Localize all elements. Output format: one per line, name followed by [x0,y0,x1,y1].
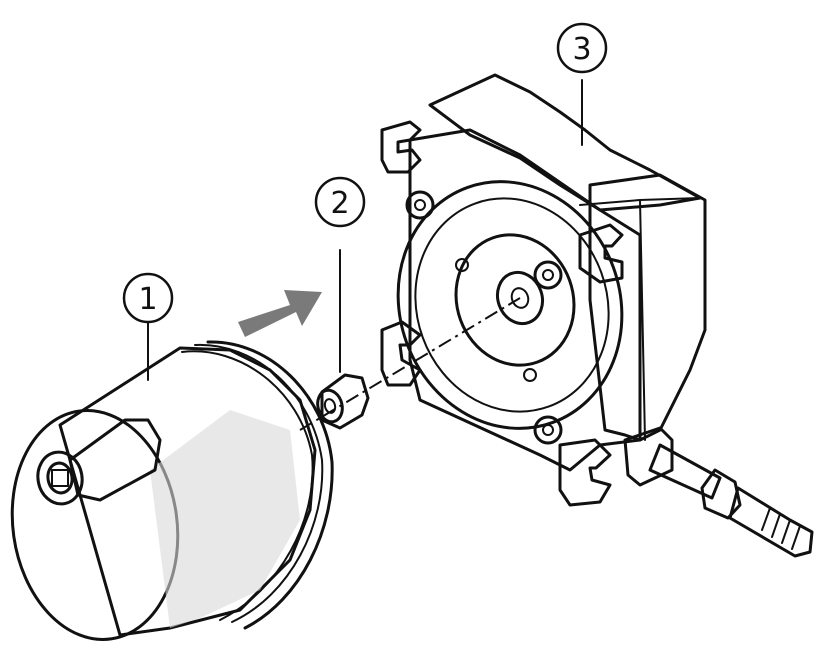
arrow-right-up-icon [238,290,322,337]
cover-rim-outer [206,340,334,630]
housing-clips [380,120,624,507]
cover-shade [150,410,300,628]
cover-hub-key [51,469,69,487]
fitting-thread-lines [761,507,801,550]
cover-hub-socket [46,461,74,495]
coupling-nut-face [316,388,344,424]
fitting-pipe [648,443,722,500]
coupling-nut-part [316,249,370,430]
housing-flange-ring-mid [414,197,610,413]
bolt-small-bottom [523,368,537,382]
bolt-small-left [455,258,469,272]
housing-top-face [428,73,702,212]
clip-top-left [380,120,422,174]
actuator-cover-part [10,319,334,641]
assembly-axis-line [299,297,521,431]
housing-flange-ring-inner [454,233,576,367]
coupling-nut-body [320,373,370,430]
cover-hub [68,418,162,502]
housing-shaft [510,287,530,309]
clip-right-mid [578,223,624,284]
clip-bottom [558,438,612,507]
callout-1: 1 [122,272,174,324]
cover-hub-face [36,450,84,506]
fitting-base [623,426,674,487]
bolt-top-left [405,190,435,220]
housing-bolts [405,190,563,445]
callout-2-circle [314,176,366,228]
callout-3: 3 [556,22,608,74]
housing-flange-ring-outer [396,180,624,430]
bolt-right [533,260,563,290]
cover-rim-groove-1 [181,350,314,621]
callout-3-circle [556,22,608,74]
callout-2: 2 [314,176,366,228]
clip-left-mid [380,320,422,387]
housing-part [380,73,707,507]
callout-2-label: 2 [330,186,349,221]
fitting-hex-nut [700,468,742,520]
bolt-bottom [533,415,563,445]
coupling-nut-bore [323,398,337,414]
cover-rim-groove-2 [194,343,324,623]
housing-front-face [408,128,642,472]
housing-shaft-boss [495,270,545,326]
callout-1-label: 1 [138,282,157,317]
callout-1-circle [122,272,174,324]
fitting-threaded-end [728,486,814,558]
fitting-part [623,426,814,558]
callout-3-label: 3 [572,32,591,67]
